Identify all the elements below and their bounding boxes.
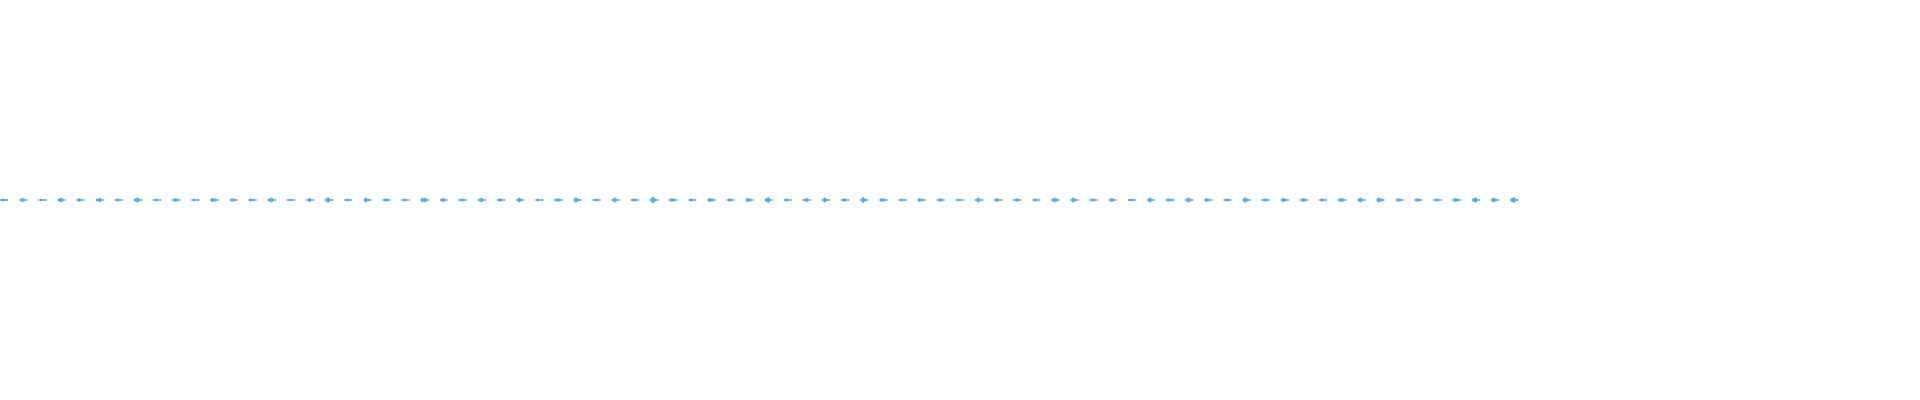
waveform-clip[interactable]: [1241, 197, 1252, 203]
waveform-clip[interactable]: [801, 198, 812, 202]
waveform-clip[interactable]: [1050, 197, 1061, 203]
waveform-clip[interactable]: [18, 197, 29, 203]
waveform-clip[interactable]: [266, 197, 277, 203]
waveform-clip[interactable]: [1164, 198, 1175, 202]
waveform-clip[interactable]: [916, 198, 927, 202]
waveform-clip[interactable]: [763, 197, 774, 203]
waveform-clip[interactable]: [1509, 197, 1519, 203]
waveform-clip[interactable]: [572, 197, 583, 203]
waveform-clip[interactable]: [725, 198, 736, 202]
waveform-clip[interactable]: [457, 198, 468, 202]
waveform-clip[interactable]: [132, 197, 143, 203]
waveform-clip[interactable]: [878, 198, 889, 202]
waveform-clip[interactable]: [1088, 198, 1099, 202]
waveform-clip[interactable]: [515, 197, 526, 203]
waveform-clip[interactable]: [591, 198, 602, 202]
waveform-clip[interactable]: [706, 197, 717, 203]
waveform-clip[interactable]: [438, 197, 449, 203]
waveform-clip[interactable]: [1336, 198, 1347, 202]
waveform-clip[interactable]: [687, 198, 698, 202]
waveform-clip[interactable]: [667, 198, 678, 202]
waveform-clip[interactable]: [190, 198, 201, 202]
waveform-clip[interactable]: [1126, 198, 1137, 202]
waveform-clip[interactable]: [992, 198, 1003, 202]
waveform-clip[interactable]: [1394, 198, 1405, 202]
waveform-clip[interactable]: [419, 197, 430, 203]
waveform-clip[interactable]: [954, 198, 965, 202]
waveform-clip[interactable]: [113, 198, 124, 202]
waveform-clip[interactable]: [285, 198, 296, 202]
waveform-clip[interactable]: [381, 198, 392, 202]
waveform-clip[interactable]: [94, 197, 105, 203]
waveform-clip[interactable]: [1260, 198, 1271, 202]
waveform-clip[interactable]: [247, 198, 258, 202]
waveform-clip[interactable]: [1031, 198, 1042, 202]
waveform-clip[interactable]: [1184, 197, 1195, 203]
waveform-clip[interactable]: [1451, 197, 1462, 203]
waveform-clip[interactable]: [0, 198, 9, 202]
waveform-clip[interactable]: [1317, 198, 1328, 202]
waveform-clip[interactable]: [859, 197, 870, 203]
waveform-clip[interactable]: [1413, 198, 1424, 202]
waveform-clip[interactable]: [648, 196, 659, 204]
waveform-clip[interactable]: [495, 198, 506, 202]
waveform-clip[interactable]: [1279, 197, 1290, 203]
waveform-clip[interactable]: [973, 197, 984, 203]
waveform-clip[interactable]: [1432, 198, 1443, 202]
waveform-clip[interactable]: [534, 198, 545, 202]
waveform-clip[interactable]: [304, 198, 315, 202]
waveform-clip[interactable]: [629, 198, 640, 202]
waveform-clip[interactable]: [782, 198, 793, 202]
waveform-clip[interactable]: [840, 198, 851, 202]
waveform-clip[interactable]: [151, 198, 162, 202]
waveform-clip[interactable]: [1107, 197, 1118, 203]
waveform-clip[interactable]: [400, 198, 411, 202]
waveform-clip[interactable]: [362, 197, 373, 203]
waveform-clip[interactable]: [1470, 197, 1481, 203]
waveform-clip[interactable]: [897, 198, 908, 202]
waveform-clip[interactable]: [75, 198, 86, 202]
waveform-clip[interactable]: [1298, 198, 1309, 202]
waveform-clip[interactable]: [1222, 198, 1233, 202]
waveform-clip[interactable]: [1375, 197, 1386, 203]
waveform-clip[interactable]: [1489, 197, 1500, 203]
waveform-clip[interactable]: [1069, 197, 1080, 203]
waveform-clip[interactable]: [1145, 197, 1156, 203]
waveform-clip[interactable]: [323, 197, 334, 203]
waveform-clip[interactable]: [1356, 197, 1367, 203]
waveform-clip[interactable]: [228, 198, 239, 202]
waveform-clip[interactable]: [820, 197, 831, 203]
waveform-clip[interactable]: [171, 198, 182, 202]
waveform-clip[interactable]: [476, 197, 487, 203]
waveform-clip[interactable]: [553, 198, 564, 202]
waveform-clip[interactable]: [1203, 198, 1214, 202]
waveform-clip[interactable]: [343, 198, 354, 202]
waveform-clip[interactable]: [209, 198, 220, 202]
waveform-clip[interactable]: [935, 198, 946, 202]
waveform-clip[interactable]: [56, 197, 67, 203]
waveform-clip[interactable]: [37, 198, 48, 202]
waveform-clip[interactable]: [744, 197, 755, 203]
waveform-clip[interactable]: [1012, 198, 1023, 202]
waveform-clip[interactable]: [610, 197, 621, 203]
